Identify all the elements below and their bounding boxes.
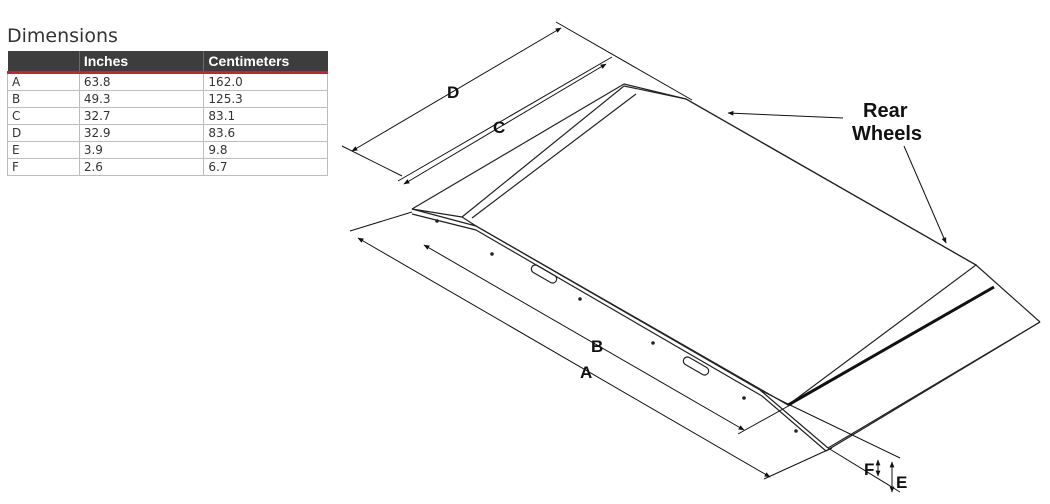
column-header-centimeters: Centimeters <box>203 51 328 74</box>
dimension-c <box>397 56 613 185</box>
table-row: D 32.9 83.6 <box>7 124 328 142</box>
ramp-outline <box>411 83 1041 452</box>
dimensions-title: Dimensions <box>7 25 118 47</box>
callout-wheels: Wheels <box>852 123 922 145</box>
label-e: E <box>896 473 907 492</box>
callout-rear: Rear <box>863 100 908 122</box>
row-centimeters: 83.1 <box>203 107 328 125</box>
label-f: F <box>864 460 874 479</box>
column-header-label <box>7 51 80 74</box>
table-row: C 32.7 83.1 <box>7 107 328 125</box>
label-d: D <box>447 83 459 102</box>
hinge-line <box>787 285 995 407</box>
dimension-b <box>423 244 793 435</box>
rear-wheels-leaders <box>727 110 947 244</box>
row-inches: 63.8 <box>78 72 205 91</box>
dimensions-panel: Dimensions Inches Centimeters A 63.8 162… <box>7 24 329 176</box>
table-row: E 3.9 9.8 <box>7 141 328 159</box>
label-a: A <box>580 363 592 382</box>
column-header-inches: Inches <box>78 51 204 74</box>
table-header-row: Inches Centimeters <box>7 51 328 74</box>
label-c: C <box>493 118 505 137</box>
row-inches: 2.6 <box>78 158 205 176</box>
row-label: F <box>7 158 80 176</box>
table-row: F 2.6 6.7 <box>7 158 328 176</box>
row-centimeters: 125.3 <box>203 90 328 108</box>
row-centimeters: 6.7 <box>203 158 328 176</box>
label-b: B <box>591 337 603 356</box>
dimension-e-f <box>789 404 901 493</box>
dimensions-table: Inches Centimeters A 63.8 162.0 B 49.3 1… <box>7 51 328 176</box>
